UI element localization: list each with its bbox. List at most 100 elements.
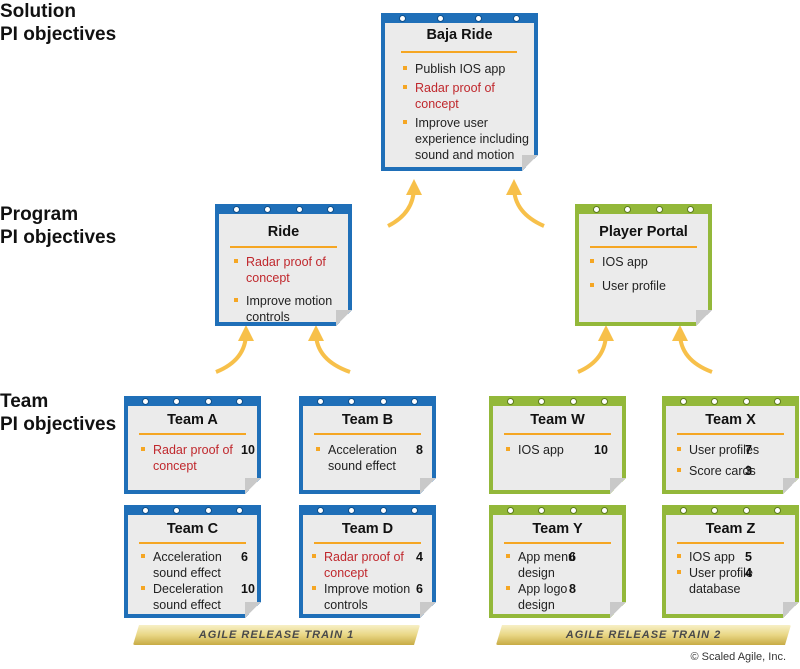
binder-ring-icon — [411, 507, 418, 514]
team-level-label: Team PI objectives — [0, 391, 117, 435]
bullet-icon — [141, 447, 145, 451]
dog-ear-corner — [420, 478, 436, 494]
agile-release-train-2-label: AGILE RELEASE TRAIN 2 — [565, 629, 722, 641]
objective-text: App logo design — [518, 582, 568, 612]
objective-item: Acceleration sound effect 6 — [141, 549, 248, 581]
card-title: Team X — [705, 412, 756, 428]
binder-ring-icon — [399, 15, 406, 22]
binder-ring-icon — [437, 15, 444, 22]
card-paper — [662, 505, 799, 618]
arrow-teamx-to-portal — [672, 325, 713, 374]
title-underline — [139, 433, 246, 435]
bullet-icon — [403, 120, 407, 124]
title-underline — [314, 433, 421, 435]
title-underline — [314, 542, 421, 544]
binder-ring-icon — [601, 398, 608, 405]
binder-ring-icon — [173, 507, 181, 514]
title-underline — [401, 51, 517, 53]
binder-ring-icon — [317, 398, 324, 405]
title-underline — [677, 542, 784, 544]
binder-ring-icon — [236, 507, 243, 514]
dog-ear-corner — [336, 310, 352, 326]
card-paper — [662, 396, 799, 494]
binder-ring-icon — [742, 507, 750, 514]
binder-ring-icon — [538, 507, 546, 514]
card-paper — [124, 396, 261, 494]
title-underline — [504, 542, 611, 544]
binder-ring-icon — [687, 206, 694, 213]
binder-ring-icon — [317, 507, 324, 514]
objective-item: Radar proof of concept — [234, 254, 346, 286]
objective-text: Publish IOS app — [415, 62, 506, 76]
card-title: Team A — [167, 412, 218, 428]
binder-ring-icon — [680, 507, 687, 514]
binder-ring-icon — [475, 15, 482, 22]
bullet-icon — [506, 447, 510, 451]
bullet-icon — [141, 586, 145, 590]
binder-ring-icon — [513, 15, 520, 22]
objective-text: Radar proof of concept — [246, 255, 326, 285]
binder-ring-icon — [538, 398, 546, 405]
binder-ring-icon — [742, 398, 750, 405]
binder-ring-icon — [236, 398, 243, 405]
agile-release-train-1-label: AGILE RELEASE TRAIN 1 — [198, 629, 355, 641]
dog-ear-corner — [783, 478, 799, 494]
binder-rings — [299, 398, 436, 405]
objective-item: User profile — [590, 278, 702, 294]
arrow-portal-to-baja — [506, 179, 545, 228]
business-value: 8 — [569, 582, 576, 596]
business-value: 5 — [745, 550, 752, 564]
bullet-icon — [590, 283, 594, 287]
card-paper — [381, 13, 538, 171]
binder-ring-icon — [593, 206, 600, 213]
binder-rings — [489, 398, 626, 405]
bullet-icon — [403, 66, 407, 70]
bullet-icon — [234, 298, 238, 302]
binder-ring-icon — [204, 507, 212, 514]
card-paper — [575, 204, 712, 326]
binder-rings — [381, 15, 538, 22]
business-value: 4 — [745, 566, 752, 580]
solution-level-label: Solution PI objectives — [0, 1, 117, 45]
agile-release-train-1-bar: AGILE RELEASE TRAIN 1 — [133, 625, 420, 645]
copyright-notice: © Scaled Agile, Inc. — [690, 651, 786, 663]
binder-ring-icon — [142, 398, 149, 405]
binder-rings — [124, 398, 261, 405]
business-value: 6 — [241, 550, 248, 564]
objective-text: Improve motion controls — [324, 582, 411, 612]
business-value: 10 — [241, 443, 255, 457]
binder-ring-icon — [233, 206, 240, 213]
dog-ear-corner — [245, 602, 261, 618]
objective-text: IOS app — [518, 443, 564, 457]
binder-ring-icon — [711, 398, 719, 405]
card-title: Team Z — [705, 521, 756, 537]
bullet-icon — [312, 554, 316, 558]
card-title: Ride — [267, 224, 300, 240]
binder-ring-icon — [601, 507, 608, 514]
bullet-icon — [677, 554, 681, 558]
business-value: 3 — [745, 464, 752, 478]
binder-ring-icon — [173, 398, 181, 405]
binder-ring-icon — [774, 507, 781, 514]
bullet-icon — [141, 554, 145, 558]
card-title: Baja Ride — [426, 27, 493, 43]
binder-ring-icon — [264, 206, 272, 213]
objective-text: Acceleration sound effect — [153, 550, 222, 580]
